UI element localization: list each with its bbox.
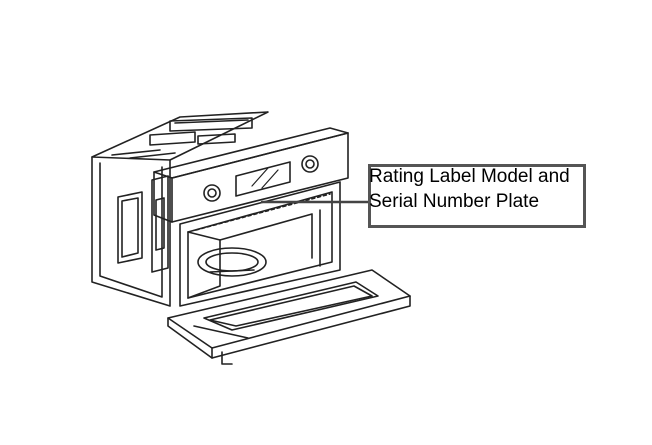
cabinet-left-side: [91, 156, 171, 307]
cabinet-top: [91, 111, 269, 161]
right-knob-icon: [301, 155, 319, 173]
turntable-tray: [197, 247, 267, 277]
oven-cavity: [179, 181, 341, 307]
oven-door: [167, 269, 411, 365]
callout-label: Rating Label Model and Serial Number Pla…: [369, 166, 570, 212]
front-frame: [151, 175, 169, 273]
display-window: [235, 161, 291, 197]
left-knob-icon: [203, 184, 221, 202]
callout-box: [368, 164, 586, 228]
control-panel: [153, 127, 349, 223]
